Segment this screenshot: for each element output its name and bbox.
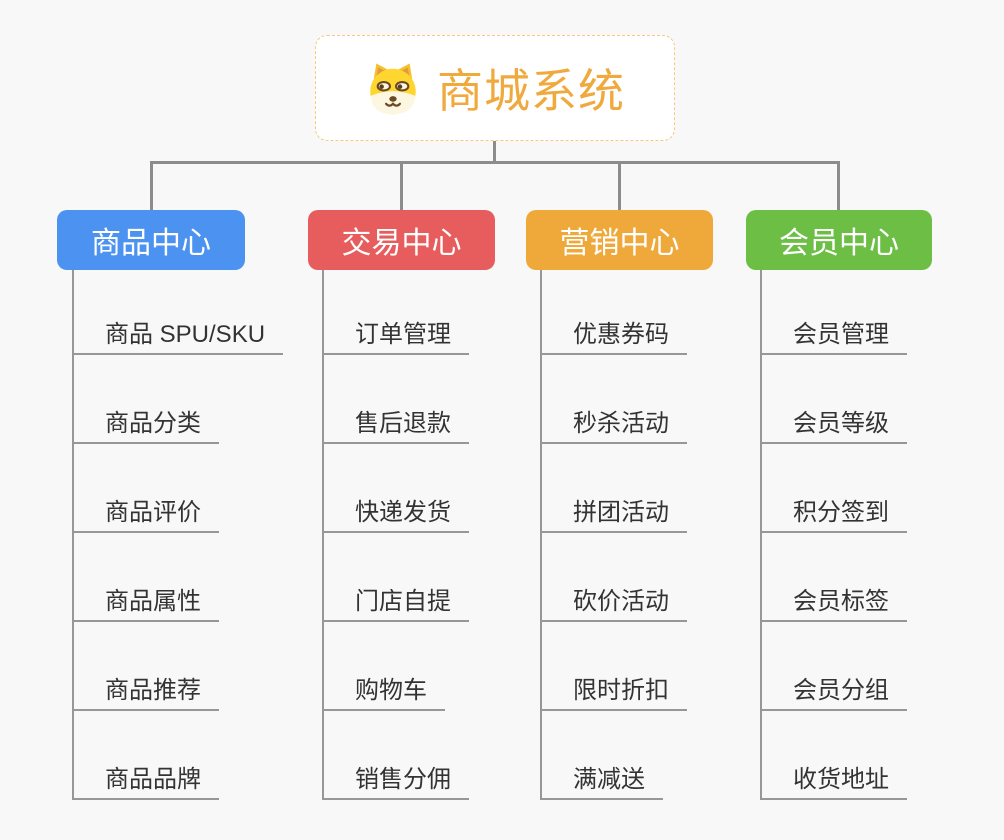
leaf-item[interactable]: 会员标签 — [760, 588, 907, 622]
connector-drop — [150, 161, 153, 211]
connector-drop — [618, 161, 621, 211]
trunk-line — [322, 270, 324, 800]
branch-box-trade[interactable]: 交易中心 — [308, 210, 495, 270]
leaf-item[interactable]: 商品属性 — [72, 588, 219, 622]
leaf-item[interactable]: 收货地址 — [760, 766, 907, 800]
leaf-item[interactable]: 会员分组 — [760, 677, 907, 711]
branch-label: 营销中心 — [559, 227, 680, 260]
root-title: 商城系统 — [437, 65, 625, 117]
dog-face-icon — [370, 63, 416, 115]
leaf-item[interactable]: 门店自提 — [322, 588, 469, 622]
leaf-item[interactable]: 快递发货 — [322, 499, 469, 533]
trunk-line — [540, 270, 542, 800]
root-connector-stub — [493, 141, 496, 162]
connector-drop — [400, 161, 403, 211]
leaf-item[interactable]: 购物车 — [322, 677, 445, 711]
connector-bus-line — [150, 161, 840, 164]
leaf-item[interactable]: 积分签到 — [760, 499, 907, 533]
leaf-item[interactable]: 限时折扣 — [540, 677, 687, 711]
branch-box-marketing[interactable]: 营销中心 — [526, 210, 713, 270]
trunk-line — [72, 270, 74, 800]
leaf-item[interactable]: 砍价活动 — [540, 588, 687, 622]
leaf-item[interactable]: 满减送 — [540, 766, 663, 800]
leaf-item[interactable]: 商品分类 — [72, 410, 219, 444]
branch-label: 交易中心 — [341, 227, 462, 260]
leaf-item[interactable]: 拼团活动 — [540, 499, 687, 533]
leaf-item[interactable]: 商品评价 — [72, 499, 219, 533]
branch-box-member[interactable]: 会员中心 — [746, 210, 932, 270]
leaf-item[interactable]: 销售分佣 — [322, 766, 469, 800]
branch-box-product[interactable]: 商品中心 — [57, 210, 245, 270]
leaf-item[interactable]: 会员等级 — [760, 410, 907, 444]
root-node[interactable]: 商城系统 — [315, 35, 675, 141]
leaf-item[interactable]: 订单管理 — [322, 321, 469, 355]
branch-label: 会员中心 — [779, 227, 899, 260]
leaf-item[interactable]: 秒杀活动 — [540, 410, 687, 444]
leaf-item[interactable]: 售后退款 — [322, 410, 469, 444]
branch-label: 商品中心 — [91, 227, 211, 260]
trunk-line — [760, 270, 762, 800]
leaf-item[interactable]: 商品品牌 — [72, 766, 219, 800]
leaf-item[interactable]: 优惠券码 — [540, 321, 687, 355]
leaf-item[interactable]: 商品推荐 — [72, 677, 219, 711]
connector-drop — [837, 161, 840, 211]
leaf-item[interactable]: 会员管理 — [760, 321, 907, 355]
leaf-item[interactable]: 商品 SPU/SKU — [72, 321, 284, 355]
